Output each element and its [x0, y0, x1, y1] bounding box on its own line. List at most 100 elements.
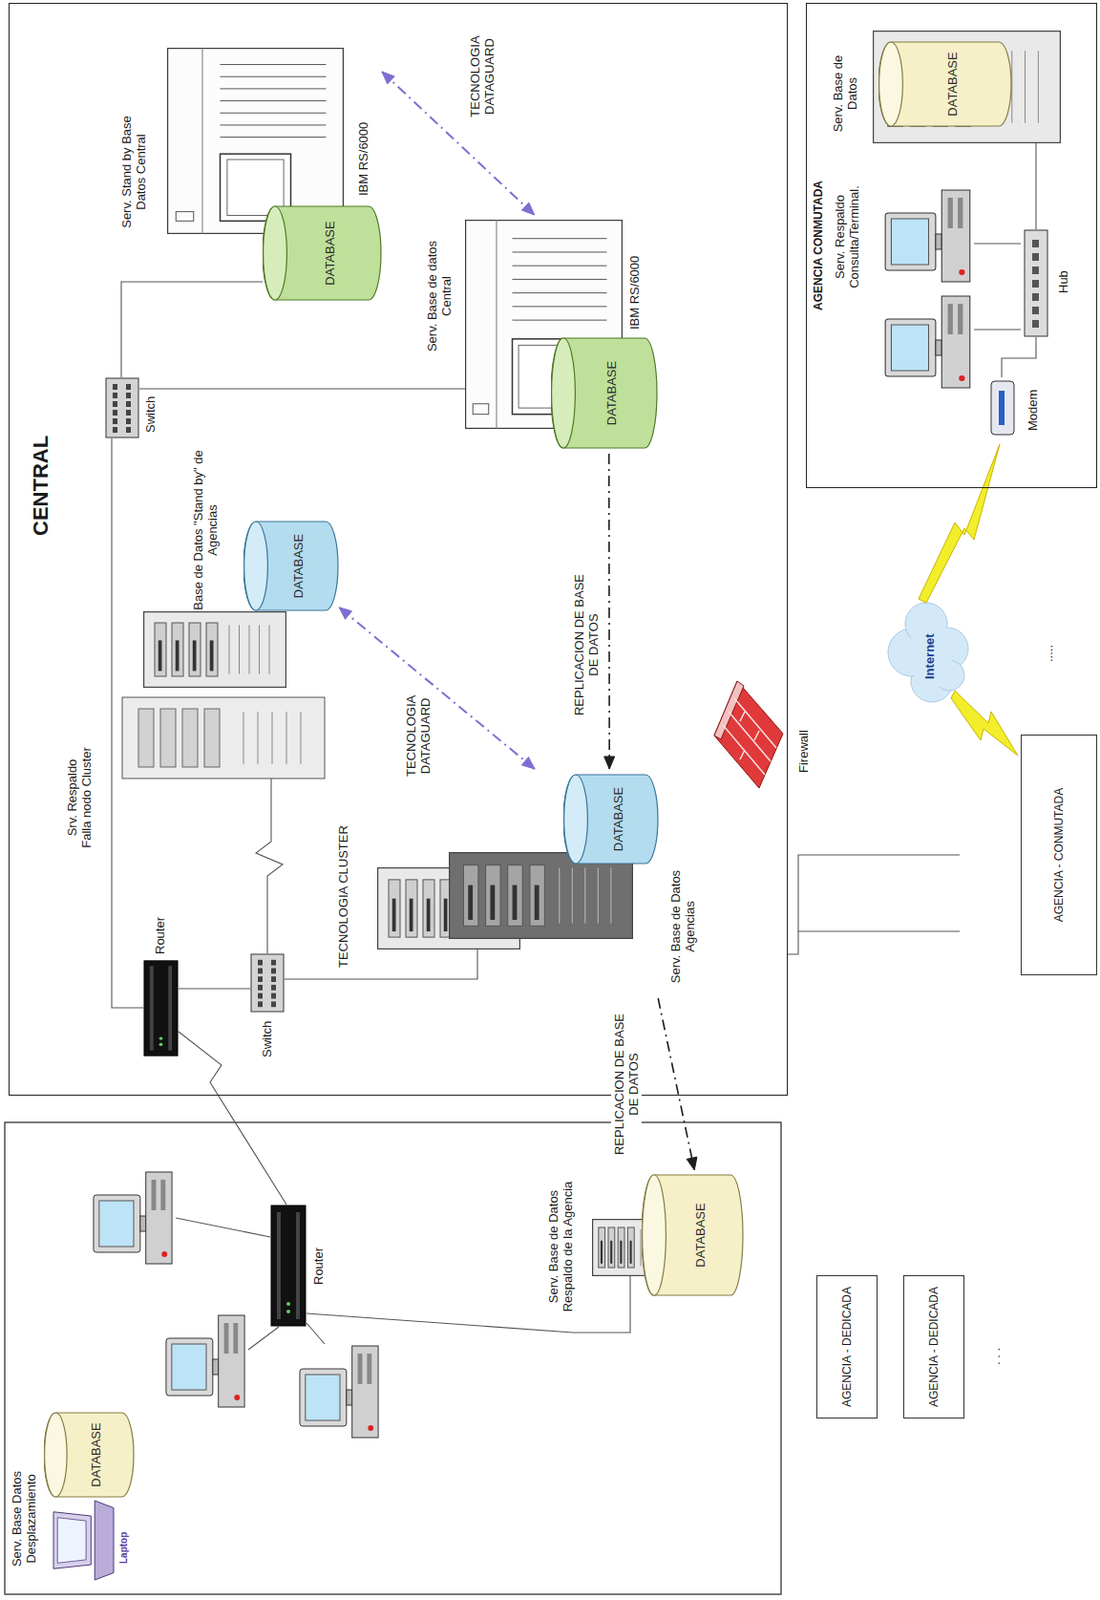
shape	[220, 76, 327, 78]
shape	[489, 885, 495, 920]
database-cylinder: DATABASE	[563, 773, 659, 865]
agency-box: AGENCIA - DEDICADA	[816, 1274, 878, 1418]
device-label: Hub	[1056, 270, 1071, 294]
shape	[558, 867, 560, 923]
server-picture	[143, 611, 287, 688]
server-label: Serv. Base de datos Central	[424, 224, 454, 368]
pc-icon	[299, 1345, 379, 1438]
backup-server	[182, 708, 198, 767]
cylinder-shape	[243, 520, 339, 612]
shape	[1024, 50, 1026, 124]
connector-label: TECNOLOGIA DATAGUARD	[466, 28, 498, 125]
box-text: AGENCIA - DEDICADA	[840, 1286, 854, 1407]
modem-icon	[991, 380, 1015, 435]
shape	[229, 624, 231, 674]
backup-server	[122, 697, 325, 779]
shape	[571, 867, 573, 923]
shape	[269, 624, 271, 674]
model-label: IBM RS/6000	[356, 122, 371, 196]
agency-box: AGENCIA - DEDICADA	[903, 1274, 965, 1418]
database-label: DATABASE	[291, 533, 306, 598]
switch-icon	[105, 378, 139, 438]
shape	[144, 612, 287, 688]
shape	[244, 521, 269, 611]
ellipsis-mark: . . .	[988, 1347, 1003, 1365]
shape	[878, 42, 1012, 127]
connector-label: REPLICACION DE BASE DE DATOS	[611, 1008, 642, 1160]
network-cable	[248, 1326, 279, 1350]
shape	[512, 278, 608, 280]
server-group: Serv. Base de Datos Agencias DATABASE	[372, 768, 698, 998]
shape	[472, 403, 489, 415]
internet-cloud	[888, 602, 969, 702]
shape	[262, 206, 381, 300]
shape	[600, 1240, 603, 1264]
connector-label: TECNOLOGIA DATAGUARD	[402, 687, 434, 783]
shape	[564, 774, 589, 864]
shape	[392, 898, 397, 931]
shape	[598, 1226, 606, 1268]
firewall-icon	[734, 698, 777, 748]
network-cable	[1001, 337, 1037, 378]
shape	[220, 100, 327, 102]
backup-server	[138, 708, 154, 767]
network-cable	[139, 387, 466, 389]
shape	[206, 622, 218, 677]
server-group: Base de Datos "Stand by" de AgenciasDATA…	[138, 448, 339, 693]
cylinder-shape	[262, 205, 382, 301]
backup-server	[122, 697, 325, 779]
shape	[617, 1226, 625, 1268]
shape	[57, 1517, 86, 1564]
replication-arrow	[604, 453, 615, 769]
network-cable	[798, 930, 960, 931]
shape	[175, 211, 194, 222]
shape	[642, 1174, 667, 1295]
shape	[220, 136, 327, 138]
region-title: CENTRAL	[28, 435, 54, 536]
network-cable	[178, 1031, 287, 1205]
network-cable	[178, 987, 251, 989]
shape	[627, 1226, 635, 1268]
shape	[507, 865, 523, 927]
shape	[597, 867, 599, 923]
shape	[220, 112, 327, 114]
backup-server	[272, 711, 274, 764]
device-label: Switch	[143, 396, 158, 433]
firewall-icon	[740, 749, 745, 760]
router-icon	[144, 960, 178, 1056]
shape	[619, 1240, 622, 1264]
dataguard-arrow	[338, 607, 535, 769]
shape	[512, 237, 608, 239]
replication-arrow	[657, 997, 698, 1170]
region-title: AGENCIA CONMUTADA	[811, 3, 825, 487]
pc-icon	[885, 296, 971, 388]
database-cylinder: DATABASE	[878, 41, 1013, 127]
shape	[641, 1174, 743, 1295]
database-cylinder: DATABASE	[550, 337, 658, 449]
shape	[175, 639, 180, 671]
box-text: AGENCIA - DEDICADA	[927, 1286, 941, 1407]
ellipsis-mark: .....	[1040, 644, 1056, 662]
backup-server	[257, 711, 259, 764]
firewall-icon	[714, 680, 783, 788]
shape	[43, 1412, 134, 1497]
server-label: Serv. Base Datos Desplazamiento	[9, 1451, 39, 1586]
network-cable	[1035, 143, 1037, 230]
dataguard-arrow	[381, 71, 535, 215]
shape	[388, 879, 401, 937]
shape	[249, 624, 251, 674]
backup-server	[204, 708, 220, 767]
database-cylinder: DATABASE	[243, 520, 339, 612]
box-text: AGENCIA - CONMUTADA	[1052, 787, 1066, 922]
device-label: Switch	[259, 1020, 275, 1058]
shape	[202, 47, 204, 234]
internet-cloud	[909, 613, 952, 691]
shape	[426, 898, 431, 931]
shape	[879, 42, 904, 127]
shape	[630, 1240, 633, 1264]
server-label: Serv. Base de Datos Agencias	[668, 854, 698, 998]
shape	[563, 774, 658, 864]
shape	[512, 265, 608, 267]
shape	[512, 292, 608, 294]
